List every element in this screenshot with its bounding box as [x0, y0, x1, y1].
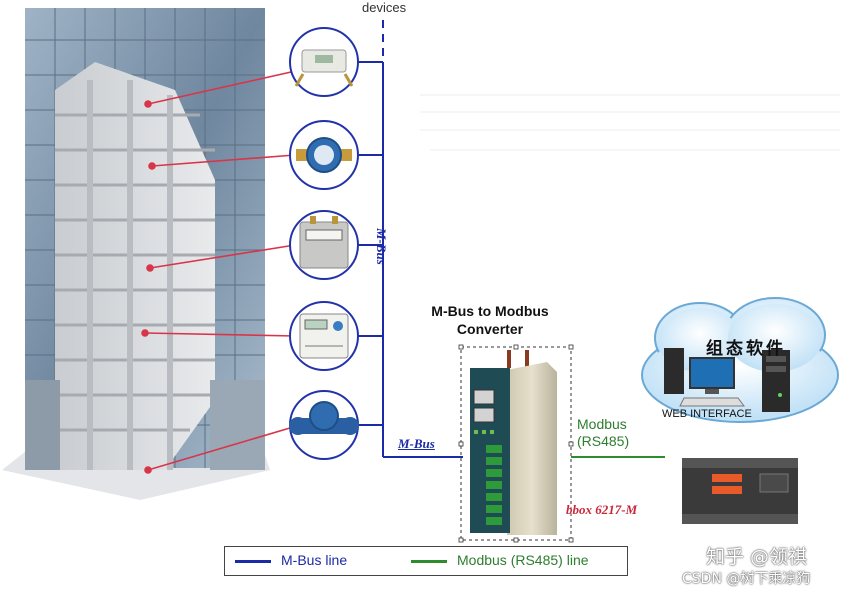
converter-title-line2: Converter — [456, 321, 524, 337]
converter-device — [458, 344, 574, 543]
water-meter-device — [289, 120, 359, 190]
device-pointers — [141, 69, 301, 474]
server-icon — [762, 350, 790, 412]
mbus-bus — [358, 20, 463, 458]
building-illustration — [2, 8, 270, 500]
legend-modbus-label: Modbus (RS485) line — [457, 552, 589, 568]
converter-title-line1: M-Bus to Modbus — [431, 303, 549, 319]
legend-mbus-swatch — [235, 560, 271, 563]
mbus-vertical-label: M-Bus — [374, 228, 389, 265]
legend: M-Bus line Modbus (RS485) line — [224, 546, 628, 576]
heat-meter-device — [289, 27, 359, 97]
csdn-watermark: CSDN @树下乘凉狗 — [682, 571, 811, 587]
web-interface-label: WEB INTERFACE — [662, 408, 752, 420]
modbus-label-line1: Modbus — [577, 416, 627, 432]
large-water-meter-device — [289, 390, 359, 460]
modbus-label-line2: (RS485) — [577, 433, 630, 449]
model-label: bbox 6217-M — [566, 502, 638, 517]
modbus-label: Modbus (RS485) — [577, 416, 629, 450]
background-texture — [420, 94, 840, 151]
devices-label: devices — [362, 0, 407, 15]
cloud-title: 组态软件 — [706, 339, 786, 358]
legend-modbus-swatch — [411, 560, 447, 563]
zhihu-watermark: 知乎 @领祺 — [706, 546, 808, 568]
electric-meter-device — [289, 301, 359, 371]
plc-device — [682, 458, 798, 524]
converter-title: M-Bus to Modbus Converter — [410, 302, 570, 338]
legend-mbus-label: M-Bus line — [281, 552, 348, 568]
computer-icon — [664, 348, 745, 407]
mbus-horizontal-label: M-Bus — [398, 436, 435, 451]
gas-meter-device — [289, 210, 359, 280]
